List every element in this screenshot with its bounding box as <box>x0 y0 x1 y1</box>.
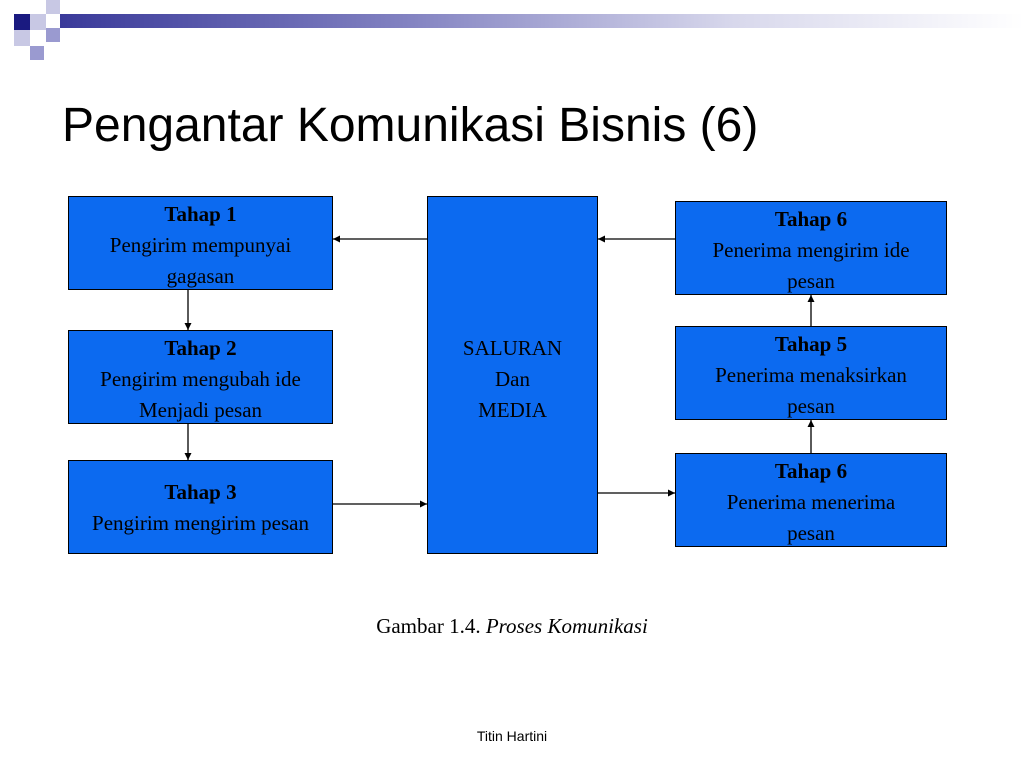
step-title: Tahap 5 <box>774 332 848 356</box>
step-desc: Pengirim mengubah ide <box>100 367 301 391</box>
step-title: Tahap 6 <box>774 459 848 483</box>
step-desc: pesan <box>787 269 835 293</box>
step-desc: Penerima menaksirkan <box>715 363 907 387</box>
step-title: Tahap 1 <box>164 202 237 226</box>
step-desc: gagasan <box>166 264 235 288</box>
footer-author: Titin Hartini <box>476 728 548 744</box>
step-box-tahap-1: Tahap 1 Pengirim mempunyai gagasan <box>68 196 333 290</box>
header-square-mid <box>46 28 60 42</box>
caption-prefix: Gambar 1.4. <box>376 614 481 638</box>
media-label: SALURAN <box>462 336 563 360</box>
step-desc: pesan <box>787 394 835 418</box>
step-title: Tahap 2 <box>164 336 237 360</box>
step-title: Tahap 3 <box>164 480 237 504</box>
step-desc: Pengirim mengirim pesan <box>92 511 309 535</box>
step-title: Tahap 6 <box>774 207 848 231</box>
header-square-mid <box>30 46 44 60</box>
step-desc: pesan <box>787 521 835 545</box>
media-label: Dan <box>495 367 530 391</box>
step-desc: Menjadi pesan <box>138 398 263 422</box>
step-box-right-bottom: Tahap 6 Penerima menerima pesan <box>675 453 947 547</box>
step-desc: Penerima mengirim ide <box>712 238 910 262</box>
step-box-right-top: Tahap 6 Penerima mengirim ide pesan <box>675 201 947 295</box>
caption-italic: Proses Komunikasi <box>485 614 648 638</box>
media-label: MEDIA <box>478 398 547 422</box>
figure-caption: Gambar 1.4. Proses Komunikasi <box>0 614 1024 639</box>
step-desc: Penerima menerima <box>726 490 896 514</box>
step-box-tahap-3: Tahap 3 Pengirim mengirim pesan <box>68 460 333 554</box>
header-square-light <box>14 30 30 46</box>
page-title: Pengantar Komunikasi Bisnis (6) <box>62 99 759 152</box>
header-square-light <box>46 0 60 14</box>
step-desc: Pengirim mempunyai <box>109 233 292 257</box>
header-square-navy <box>14 14 30 30</box>
header-square-light <box>30 14 46 30</box>
step-box-tahap-2: Tahap 2 Pengirim mengubah ide Menjadi pe… <box>68 330 333 424</box>
step-box-tahap-5: Tahap 5 Penerima menaksirkan pesan <box>675 326 947 420</box>
channel-media-box: SALURAN Dan MEDIA <box>427 196 598 554</box>
header-gradient-bar <box>60 14 1024 28</box>
